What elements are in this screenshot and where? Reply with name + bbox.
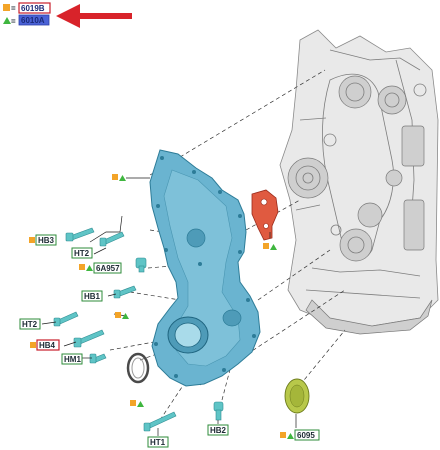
legend-code-6010a: 6010A bbox=[21, 16, 45, 25]
callout-6a957: 6A957 bbox=[79, 262, 122, 274]
callout-ht1: HT1 bbox=[147, 436, 169, 448]
crankshaft-seal-part bbox=[284, 378, 310, 414]
callout-hm1: HM1 bbox=[61, 353, 83, 365]
square-marker-icon bbox=[130, 400, 136, 406]
square-marker-icon bbox=[115, 312, 121, 318]
callout-label-hb4: HB4 bbox=[39, 341, 56, 350]
triangle-marker-icon bbox=[122, 313, 129, 319]
square-marker-icon bbox=[29, 237, 35, 243]
square-marker-icon bbox=[3, 4, 10, 11]
legend-code-6019b: 6019B bbox=[21, 4, 45, 13]
callout-label-6095: 6095 bbox=[297, 431, 315, 440]
red-arrow-icon bbox=[56, 4, 132, 28]
callout-6095: 6095 bbox=[280, 429, 320, 441]
bolt-hb4 bbox=[73, 329, 105, 348]
callout-label-hm1: HM1 bbox=[64, 355, 81, 364]
callout-label-hb3: HB3 bbox=[38, 236, 55, 245]
legend-code-box bbox=[18, 14, 50, 26]
bolt-ht2-lower bbox=[53, 311, 79, 327]
callout-label-hb2: HB2 bbox=[210, 426, 227, 435]
callout-ht2-lower: HT2 bbox=[19, 318, 41, 330]
bolts bbox=[53, 227, 224, 432]
gasket-part bbox=[251, 189, 279, 241]
callout-label-6a957: 6A957 bbox=[96, 264, 120, 273]
callout-hb4: HB4 bbox=[30, 339, 60, 351]
gasket-marker bbox=[263, 243, 277, 250]
triangle-marker-icon bbox=[86, 265, 93, 271]
square-marker-icon bbox=[280, 432, 286, 438]
bolt-hm1 bbox=[89, 353, 107, 364]
square-marker-icon bbox=[30, 342, 36, 348]
legend-item-triangle: = 6010A bbox=[3, 14, 50, 26]
callout-label-ht1: HT1 bbox=[150, 438, 166, 447]
bolt-ht2-upper bbox=[99, 231, 125, 247]
callout-hb3: HB3 bbox=[29, 234, 57, 246]
callout-label-ht2: HT2 bbox=[22, 320, 38, 329]
callout-hb1: HB1 bbox=[81, 290, 103, 302]
o-ring-marker bbox=[130, 400, 144, 407]
bolt-hb3 bbox=[65, 227, 95, 242]
bolt-hb2 bbox=[213, 401, 224, 421]
triangle-marker-icon bbox=[137, 401, 144, 407]
engine-block-illustration bbox=[279, 29, 439, 335]
timing-cover bbox=[149, 149, 261, 387]
square-marker-icon bbox=[79, 264, 85, 270]
bolt-ht1 bbox=[143, 411, 177, 432]
bolt-6a957 bbox=[135, 257, 147, 273]
part-markers bbox=[112, 174, 277, 407]
callout-labels: HB3 HT2 6A957 HB1 HT2 HB4 HM1 bbox=[19, 234, 320, 448]
o-ring-part bbox=[126, 352, 150, 384]
callout-label-ht2: HT2 bbox=[74, 249, 90, 258]
triangle-marker-icon bbox=[119, 175, 126, 181]
triangle-marker-icon bbox=[287, 433, 294, 439]
callout-ht2-upper: HT2 bbox=[71, 247, 93, 259]
cover-marker bbox=[112, 174, 126, 181]
triangle-marker-icon bbox=[3, 17, 11, 24]
square-marker-icon bbox=[112, 174, 118, 180]
square-marker-icon bbox=[263, 243, 269, 249]
svg-text:=: = bbox=[11, 17, 16, 26]
svg-text:=: = bbox=[11, 4, 16, 13]
triangle-marker-icon bbox=[270, 244, 277, 250]
hb1-side-marker bbox=[115, 312, 129, 319]
legend-item-square: = 6019B bbox=[3, 2, 51, 14]
callout-label-hb1: HB1 bbox=[84, 292, 101, 301]
legend-code-box bbox=[18, 2, 51, 14]
legend: = 6019B = 6010A bbox=[3, 2, 132, 28]
callout-hb2: HB2 bbox=[207, 424, 229, 436]
bolt-hb1 bbox=[113, 285, 137, 299]
